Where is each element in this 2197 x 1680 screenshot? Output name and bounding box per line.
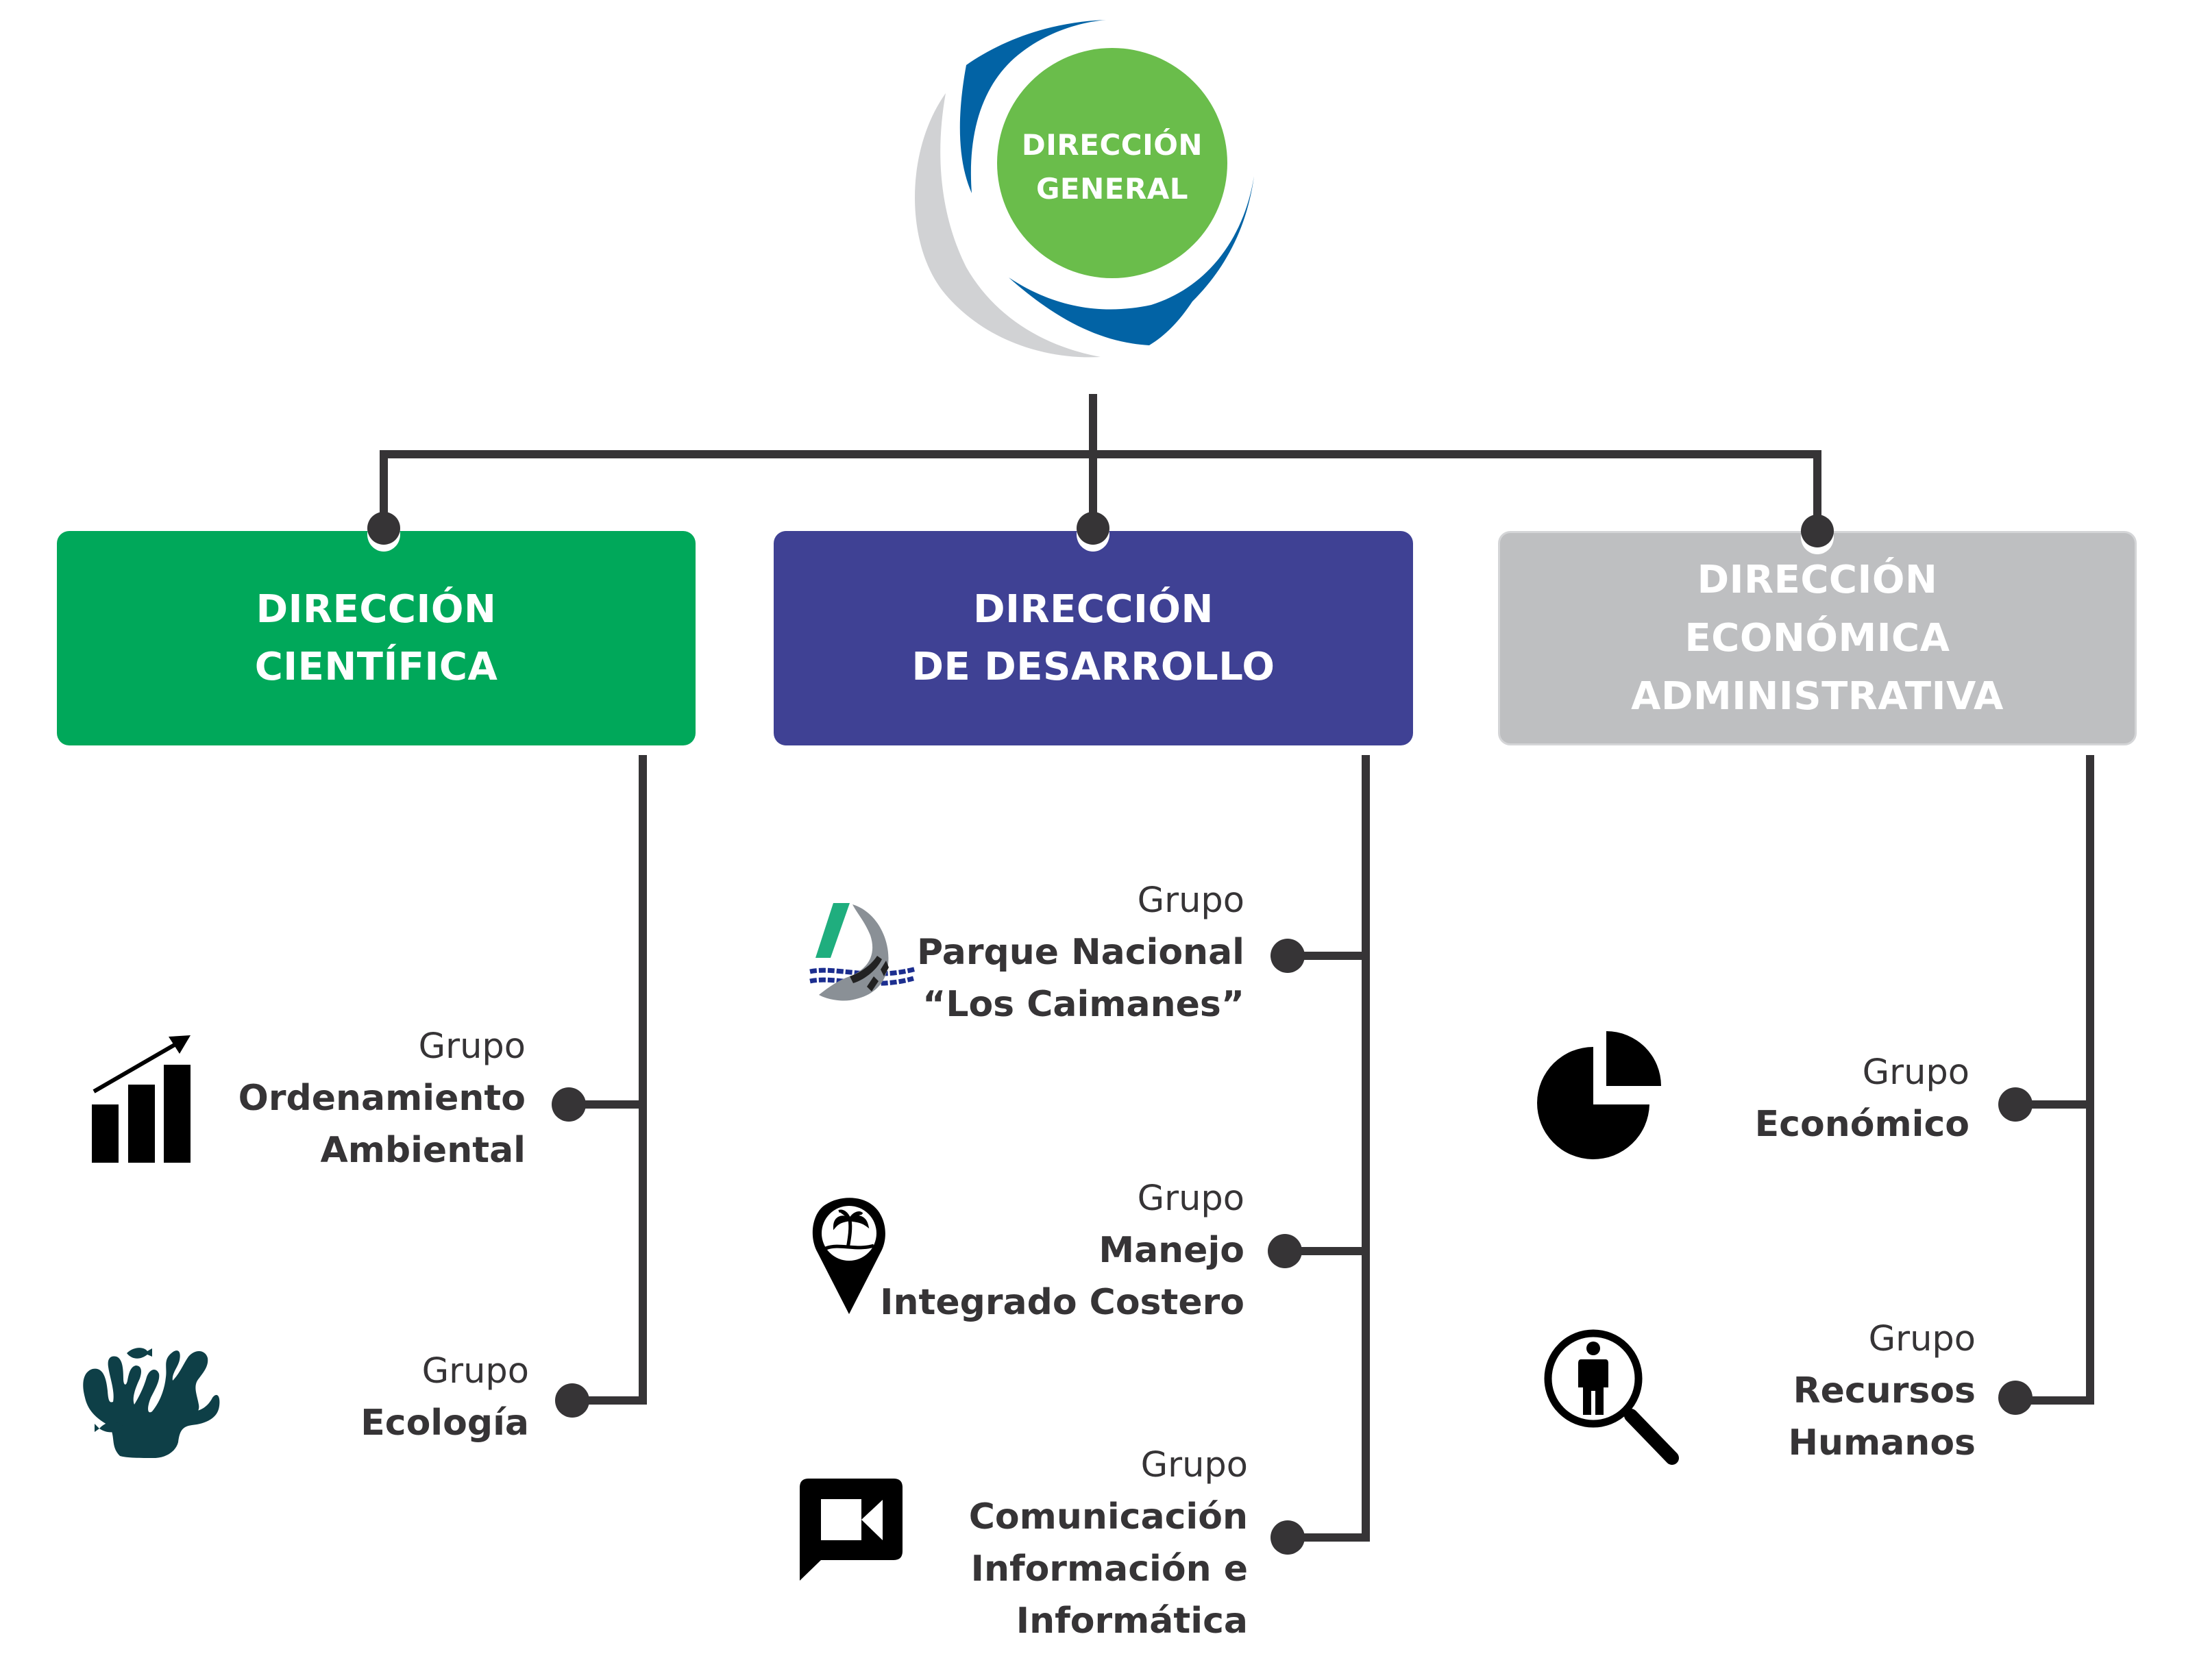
group-label: Grupo (1137, 880, 1244, 921)
group-name-line: Parque Nacional (917, 932, 1244, 973)
box-title-line: DIRECCIÓN (256, 586, 497, 632)
group-ordenamiento-ambiental[interactable]: Grupo Ordenamiento Ambiental (238, 1022, 526, 1176)
logo-blue-arc-top (959, 20, 1106, 193)
general-logo (915, 20, 1254, 358)
group-name-line: Integrado Costero (880, 1282, 1244, 1323)
box-title-line: DIRECCIÓN (973, 586, 1214, 632)
logo-green-circle (997, 48, 1227, 278)
group-parque-nacional[interactable]: Grupo Parque Nacional “Los Caimanes” (917, 876, 1244, 1030)
group-label: Grupo (1868, 1319, 1976, 1359)
general-title-line1: DIRECCIÓN (1021, 128, 1203, 162)
group-name-line: Ambiental (320, 1130, 526, 1171)
box-title-line: ECONÓMICA (1684, 616, 1950, 660)
group-label: Grupo (1140, 1445, 1248, 1485)
box-title-line: CIENTÍFICA (254, 644, 498, 689)
logo-gray-arc (915, 93, 1101, 358)
group-label: Grupo (1137, 1178, 1244, 1219)
box-title-line: DE DESARROLLO (911, 644, 1275, 689)
group-ecologia[interactable]: Grupo Ecología (360, 1346, 529, 1449)
group-name-line: Comunicación (968, 1496, 1248, 1537)
group-name-line: Información e (970, 1548, 1248, 1590)
direccion-economica-box[interactable]: DIRECCIÓN ECONÓMICA ADMINISTRATIVA (1498, 531, 2137, 745)
group-economico[interactable]: Grupo Económico (1755, 1048, 1969, 1150)
direccion-cientifica-box[interactable]: DIRECCIÓN CIENTÍFICA (57, 531, 696, 745)
group-label: Grupo (1862, 1052, 1969, 1093)
group-label: Grupo (418, 1026, 526, 1067)
box-title-line: DIRECCIÓN (1697, 558, 1938, 602)
group-name-line: Económico (1754, 1104, 1969, 1145)
group-recursos-humanos[interactable]: Grupo Recursos Humanos (1788, 1314, 1976, 1469)
direccion-general-node[interactable]: DIRECCIÓN GENERAL (997, 123, 1227, 211)
group-label: Grupo (421, 1351, 529, 1392)
group-name-line: Humanos (1788, 1422, 1976, 1463)
group-name-line: Ecología (360, 1403, 529, 1444)
group-name-line: Manejo (1098, 1230, 1244, 1271)
group-name-line: Informática (1016, 1601, 1248, 1642)
group-name-line: “Los Caimanes” (922, 984, 1244, 1025)
direccion-desarrollo-box[interactable]: DIRECCIÓN DE DESARROLLO (774, 531, 1413, 745)
logo-blue-arc-bottom (1009, 176, 1254, 345)
group-name-line: Recursos (1793, 1370, 1976, 1411)
group-manejo-integrado-costero[interactable]: Grupo Manejo Integrado Costero (880, 1174, 1244, 1329)
box-title-line: ADMINISTRATIVA (1631, 674, 2004, 719)
group-name-line: Ordenamiento (238, 1078, 526, 1119)
top-connectors (380, 394, 1821, 528)
general-title-line2: GENERAL (1035, 172, 1189, 206)
group-comunicacion-informacion-informatica[interactable]: Grupo Comunicación Información e Informá… (969, 1440, 1248, 1647)
